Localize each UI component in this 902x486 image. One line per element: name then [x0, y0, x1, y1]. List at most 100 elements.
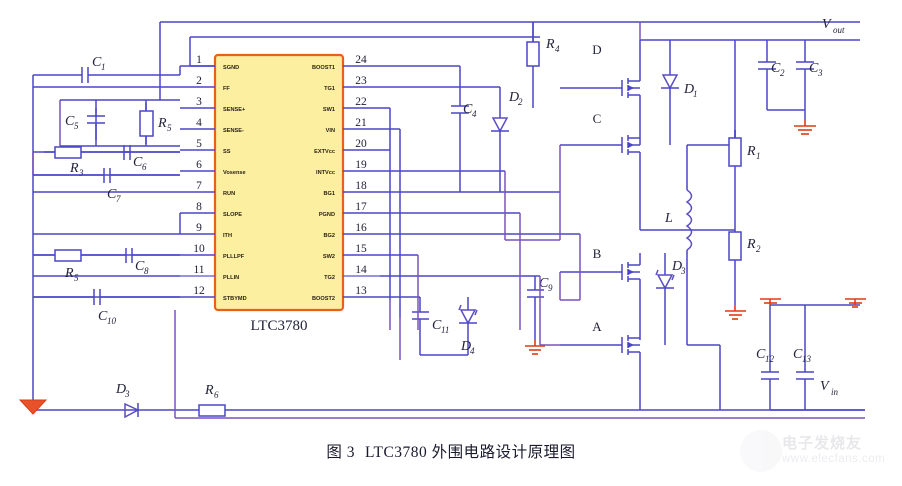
pin-label: TG2 [324, 275, 335, 281]
diode-d4[interactable]: D 4 [458, 297, 478, 356]
mosfet-q-c[interactable]: C [560, 111, 641, 230]
mosfet-q-d[interactable]: D [560, 40, 641, 145]
capacitor-c3[interactable]: C 3 [767, 40, 823, 120]
label-c7-sub: 7 [116, 194, 121, 204]
pin-10[interactable]: 10 PLLLPF [180, 243, 245, 260]
resistor-r1a[interactable]: R 1 [0, 0, 534, 42]
resistor-r5a[interactable]: R 5 [139, 103, 172, 144]
pin-17[interactable]: 17 PGND [319, 201, 380, 218]
label-c9-base: C [539, 276, 549, 291]
pin-label: SW2 [323, 254, 335, 260]
mosfet-q-b[interactable]: B [560, 246, 641, 340]
pin-number: 10 [193, 243, 205, 255]
capacitor-c10[interactable]: C 10 [33, 289, 180, 326]
pin-2[interactable]: 2 FF [180, 75, 230, 92]
pin-label: INTVcc [316, 170, 335, 176]
pin-20[interactable]: 20 EXTVcc [314, 138, 380, 155]
inductor-l[interactable]: L [664, 145, 693, 345]
pin-23[interactable]: 23 TG1 [324, 75, 380, 92]
capacitor-c4[interactable]: C 4 [451, 88, 477, 192]
label-c9-sub: 9 [548, 283, 553, 293]
capacitor-c8[interactable]: C 8 [125, 248, 180, 276]
capacitor-c7[interactable]: C 7 [33, 168, 180, 204]
pin-number: 15 [355, 243, 367, 255]
label-c2-sub: 2 [780, 68, 785, 78]
pin-number: 12 [193, 285, 205, 297]
label-c10-base: C [98, 309, 108, 324]
ground-bottom-left [18, 399, 48, 415]
resistor-r6[interactable]: R 6 [198, 383, 226, 417]
mosfet-q-a[interactable]: A [560, 319, 641, 410]
diode-d5[interactable]: D 3 [115, 382, 140, 419]
label-l: L [664, 211, 673, 226]
pin-11[interactable]: 11 PLLIN [180, 264, 239, 281]
ic-ltc3780[interactable]: LTC3780 [213, 53, 345, 334]
label-c5-sub: 5 [74, 121, 79, 131]
label-c1-base: C [92, 55, 102, 70]
pin-14[interactable]: 14 TG2 [324, 264, 380, 281]
label-c13-sub: 13 [802, 354, 812, 364]
capacitor-c2[interactable]: C 2 [758, 40, 785, 110]
label-mosfet-b: B [593, 246, 602, 261]
pin-18[interactable]: 18 BG1 [323, 180, 380, 197]
input-section-wires [769, 304, 865, 411]
diode-d2[interactable]: D 2 [491, 90, 523, 192]
capacitor-c13[interactable]: C 13 [793, 340, 814, 410]
label-c11-sub: 11 [441, 325, 449, 335]
capacitor-c6[interactable]: C 6 [123, 145, 180, 172]
label-d2-sub: 2 [518, 97, 523, 107]
label-c12-base: C [756, 347, 766, 362]
capacitor-c5[interactable]: C 5 [65, 108, 105, 140]
label-r3-sub: 3 [78, 168, 84, 178]
label-c11-base: C [432, 318, 442, 333]
capacitor-c11[interactable]: C 11 [412, 297, 468, 356]
label-c4-sub: 4 [472, 109, 477, 119]
pin-number: 18 [355, 180, 367, 192]
resistor-r2[interactable]: R 2 [728, 231, 761, 305]
pin-number: 22 [355, 96, 367, 108]
resistor-r5b[interactable]: R 5 [33, 249, 126, 283]
pin-number: 9 [196, 222, 202, 234]
pin-number: 6 [196, 159, 202, 171]
pin-8[interactable]: 8 SLOPE [180, 201, 242, 218]
pin-number: 13 [355, 285, 367, 297]
diode-d3[interactable]: D 3 [655, 253, 686, 345]
pin-24[interactable]: 24 BOOST1 [312, 54, 380, 71]
label-c7-base: C [107, 187, 117, 202]
pin-19[interactable]: 19 INTVcc [316, 159, 380, 176]
ic-right-pins: 24 BOOST1 23 TG1 22 SW1 21 VIN 20 EXTVcc… [312, 54, 380, 302]
label-r4-base: R [545, 37, 555, 52]
pin-9[interactable]: 9 ITH [180, 222, 232, 239]
pin-21[interactable]: 21 VIN [326, 117, 380, 134]
net-label-vin: V in [820, 379, 839, 397]
label-vin-base: V [820, 379, 830, 394]
pin-number: 7 [196, 180, 202, 192]
resistor-r3[interactable]: R 3 [44, 146, 130, 178]
pin-number: 1 [196, 54, 202, 66]
label-d3-sub: 3 [680, 266, 686, 276]
pin-6[interactable]: 6 Vosense [180, 159, 246, 176]
pin-label: PLLLPF [223, 254, 245, 260]
pin-4[interactable]: 4 SENSE- [180, 117, 244, 134]
capacitor-c12[interactable]: C 12 [756, 340, 779, 410]
label-c2-base: C [771, 61, 781, 76]
diode-d1[interactable]: D 1 [661, 40, 698, 145]
pin-16[interactable]: 16 BG2 [323, 222, 380, 239]
pin-number: 23 [355, 75, 367, 87]
label-d5-base: D [115, 382, 126, 397]
pin-5[interactable]: 5 SS [180, 138, 231, 155]
label-r5b-base: R [64, 266, 74, 281]
resistor-r4[interactable]: R 4 [526, 22, 560, 108]
pin-3[interactable]: 3 SENSE+ [180, 96, 246, 113]
figure-caption-text: LTC3780 外围电路设计原理图 [364, 444, 576, 461]
capacitor-c9[interactable]: C 9 [527, 276, 553, 340]
pin-13[interactable]: 13 BOOST2 [312, 285, 380, 302]
capacitor-c1[interactable]: C 1 [70, 55, 106, 83]
pin-7[interactable]: 7 RUN [180, 180, 235, 197]
pin-12[interactable]: 12 STBYMD [180, 285, 247, 302]
resistor-r1b[interactable]: R 1 [728, 130, 761, 180]
pin-22[interactable]: 22 SW1 [323, 96, 380, 113]
pin-15[interactable]: 15 SW2 [323, 243, 380, 260]
